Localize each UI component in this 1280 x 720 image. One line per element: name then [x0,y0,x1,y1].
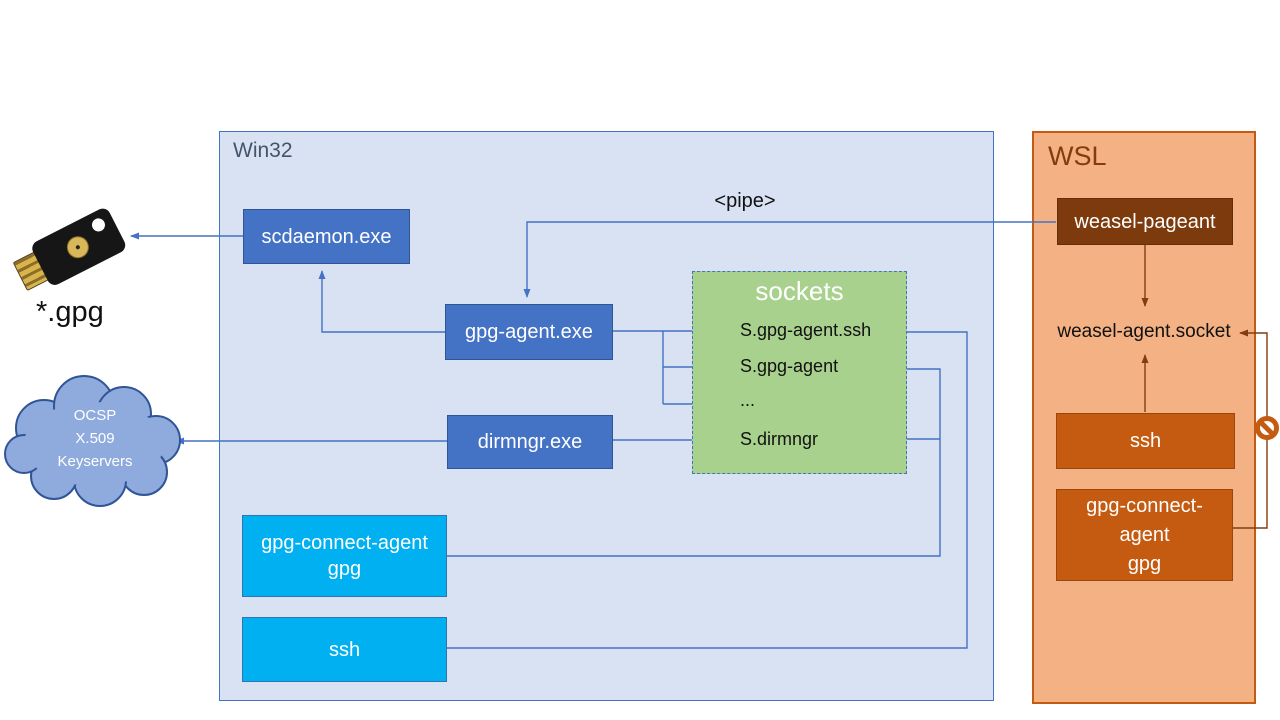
gpg-connect-agent-wsl-line1: gpg-connect- [1086,494,1203,517]
weasel-pageant-label: weasel-pageant [1074,210,1216,233]
socket-item-ellipsis: ... [740,390,756,410]
cloud-line-x509: X.509 [75,430,115,447]
dirmngr-label: dirmngr.exe [477,431,583,453]
cloud-label: OCSP X.509 Keyservers [2,404,188,473]
cloud-icon [4,375,181,507]
ssh-wsl-box: ssh [1056,413,1235,469]
socket-item-gpg-agent-ssh: S.gpg-agent.ssh [740,320,872,340]
scdaemon-label: scdaemon.exe [261,225,392,248]
gpg-connect-agent-win-box: gpg-connect-agent gpg [242,515,447,597]
dirmngr-box: dirmngr.exe [447,415,613,469]
ssh-wsl-label: ssh [1129,430,1162,452]
yubikey-icon [12,200,152,300]
win32-label: Win32 [233,139,293,162]
ssh-win-box: ssh [242,617,447,682]
wsl-label: WSL [1048,141,1107,171]
scdaemon-box: scdaemon.exe [243,209,410,264]
gpg-agent-label: gpg-agent.exe [465,321,593,343]
no-entry-icon [1255,416,1279,440]
cloud-line-keyservers: Keyservers [57,453,133,470]
weasel-agent-socket-label: weasel-agent.socket [1057,321,1231,342]
yubikey-gold-disc [63,232,93,263]
gpg-connect-agent-wsl-line2: agent [1119,523,1170,546]
sockets-box [692,271,907,474]
gpg-agent-box: gpg-agent.exe [445,304,613,360]
gpg-connect-agent-win-line2: gpg [327,558,362,580]
gpg-connect-agent-win-line1: gpg-connect-agent [261,532,428,554]
gpg-files-label: *.gpg [36,296,104,328]
socket-item-gpg-agent: S.gpg-agent [740,356,839,376]
sockets-title: sockets [755,276,844,306]
ssh-win-label: ssh [328,638,361,661]
weasel-pageant-box: weasel-pageant [1057,198,1233,245]
pipe-label: <pipe> [714,190,776,212]
yubikey-keyring-hole [89,216,108,234]
yubikey-body [29,205,128,288]
gpg-connect-agent-wsl-line3: gpg [1127,552,1162,575]
cloud-line-ocsp: OCSP [73,407,117,424]
gpg-connect-agent-wsl-box: gpg-connect- agent gpg [1056,489,1233,581]
socket-item-dirmngr: S.dirmngr [740,429,819,449]
